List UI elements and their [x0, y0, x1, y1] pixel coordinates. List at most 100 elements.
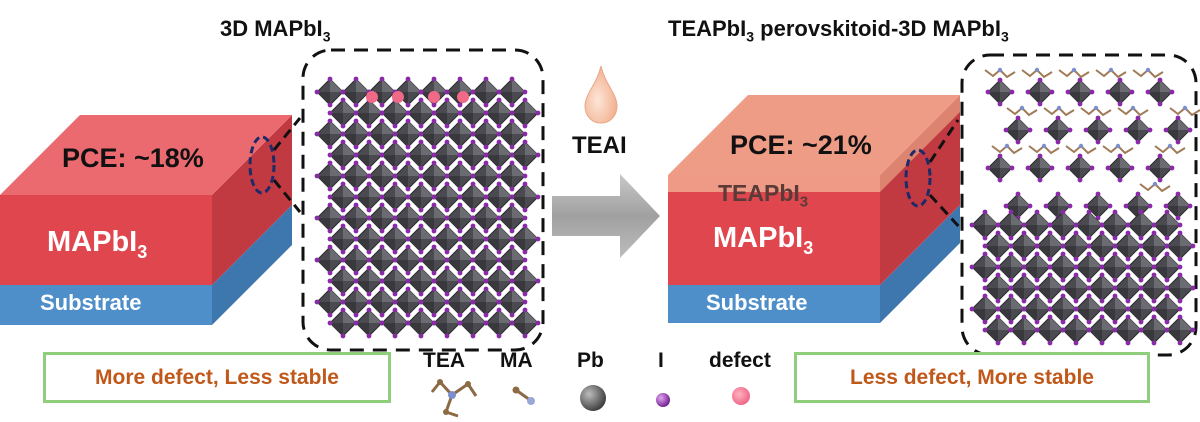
lattice-octahedron — [995, 209, 1027, 241]
lattice-octahedron — [470, 286, 502, 318]
lattice-octahedron — [1073, 293, 1105, 325]
legend-ma-label: MA — [500, 349, 533, 372]
lattice-octahedron — [366, 160, 398, 192]
tea-molecule — [1102, 143, 1134, 155]
tea-molecule — [1043, 105, 1075, 117]
lattice-octahedron — [1099, 293, 1131, 325]
lattice-octahedron — [1164, 230, 1196, 262]
lattice-octahedron — [1073, 251, 1105, 283]
legend-tea-icon — [430, 379, 478, 418]
lattice-octahedron — [379, 265, 411, 297]
perovskitoid-octahedron — [1025, 77, 1055, 107]
lattice-octahedron — [327, 139, 359, 171]
lattice-octahedron — [405, 223, 437, 255]
lattice-octahedron — [327, 97, 359, 129]
perovskitoid-octahedron — [1003, 115, 1033, 145]
perovskitoid-octahedron — [1065, 77, 1095, 107]
lattice-octahedron — [1099, 209, 1131, 241]
lattice-octahedron — [470, 244, 502, 276]
left-pce-label: PCE: ~18% — [62, 143, 204, 173]
lattice-octahedron — [405, 307, 437, 339]
lattice-octahedron — [496, 286, 528, 318]
lattice-octahedron — [509, 223, 541, 255]
lattice-octahedron — [340, 202, 372, 234]
tea-molecule — [1095, 67, 1127, 79]
lattice-octahedron — [1164, 272, 1196, 304]
lattice-octahedron — [431, 307, 463, 339]
left-substrate-label: Substrate — [40, 290, 142, 315]
left-title: 3D MAPbI3 — [220, 16, 331, 45]
right-pce-label: PCE: ~21% — [730, 130, 872, 160]
lattice-octahedron — [483, 265, 515, 297]
lattice-octahedron — [444, 286, 476, 318]
legend-pb-label: Pb — [577, 349, 604, 372]
lattice-octahedron — [327, 223, 359, 255]
perovskitoid-octahedron — [1105, 153, 1135, 183]
lattice-octahedron — [496, 202, 528, 234]
lattice-octahedron — [483, 223, 515, 255]
legend-tea-label: TEA — [423, 349, 465, 372]
right-teapbi-top — [668, 95, 960, 175]
lattice-octahedron — [327, 307, 359, 339]
lattice-octahedron — [392, 244, 424, 276]
lattice-octahedron — [509, 307, 541, 339]
left-callout-line — [272, 117, 302, 151]
right-callout-line-2 — [928, 193, 964, 232]
perovskitoid-octahedron — [985, 77, 1015, 107]
left-mapbi-side — [212, 115, 292, 285]
lattice-octahedron — [392, 286, 424, 318]
perovskitoid-octahedron — [1123, 115, 1153, 145]
left-note-box: More defect, Less stable — [43, 352, 391, 403]
lattice-octahedron — [444, 244, 476, 276]
lattice-octahedron — [483, 181, 515, 213]
lattice-octahedron — [1086, 230, 1118, 262]
lattice-octahedron — [1047, 251, 1079, 283]
left-zoom-frame — [301, 48, 545, 352]
lattice-octahedron — [470, 202, 502, 234]
lattice-octahedron — [1151, 293, 1183, 325]
right-mapbi-front — [668, 190, 880, 285]
perovskitoid-octahedron — [1083, 115, 1113, 145]
lattice-octahedron — [314, 118, 346, 150]
lattice-octahedron — [353, 181, 385, 213]
lattice-octahedron — [1047, 209, 1079, 241]
perovskitoid-octahedron — [1043, 115, 1073, 145]
left-mapbi-top — [0, 115, 292, 195]
lattice-octahedron — [496, 244, 528, 276]
lattice-octahedron — [405, 265, 437, 297]
perovskitoid-octahedron — [1043, 191, 1073, 221]
lattice-octahedron — [1112, 314, 1144, 346]
lattice-octahedron — [496, 160, 528, 192]
lattice-octahedron — [1073, 209, 1105, 241]
lattice-octahedron — [509, 97, 541, 129]
tea-molecule — [1006, 105, 1038, 117]
right-mapbi-side — [880, 110, 960, 285]
drop-icon — [584, 65, 618, 124]
left-defect-ellipse — [248, 135, 276, 195]
perovskitoid-octahedron — [1065, 153, 1095, 183]
lattice-octahedron — [366, 244, 398, 276]
lattice-octahedron — [1151, 251, 1183, 283]
tea-molecule — [1154, 143, 1186, 155]
lattice-octahedron — [1112, 230, 1144, 262]
perovskitoid-octahedron — [1145, 153, 1175, 183]
lattice-octahedron — [995, 251, 1027, 283]
right-title: TEAPbI3 perovskitoid-3D MAPbI3 — [668, 16, 1009, 45]
legend-defect-label: defect — [709, 349, 771, 372]
legend-i-label: I — [658, 349, 664, 372]
lattice-octahedron — [457, 223, 489, 255]
legend-i-icon — [656, 393, 670, 407]
right-teapbi-side — [880, 95, 960, 192]
perovskitoid-octahedron — [1105, 77, 1135, 107]
right-film-stack — [668, 95, 964, 323]
defect-site — [457, 91, 469, 103]
defect-site — [392, 91, 404, 103]
tea-molecule — [1028, 143, 1060, 155]
lattice-octahedron — [1086, 272, 1118, 304]
lattice-octahedron — [1034, 230, 1066, 262]
lattice-octahedron — [392, 160, 424, 192]
lattice-octahedron — [496, 76, 528, 108]
lattice-octahedron — [1164, 314, 1196, 346]
teai-drop — [584, 65, 618, 124]
legend-pb-icon — [580, 385, 606, 411]
